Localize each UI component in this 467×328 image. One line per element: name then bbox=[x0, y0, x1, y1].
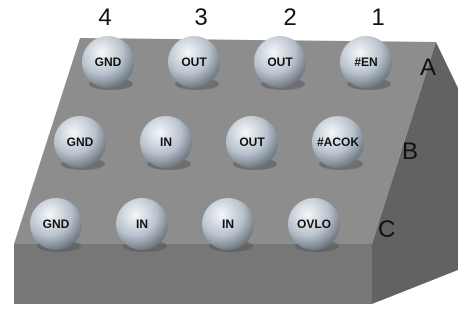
column-label-3: 3 bbox=[194, 4, 208, 31]
solder-ball-A1 bbox=[340, 36, 392, 88]
solder-ball-C4 bbox=[30, 198, 82, 250]
row-label-B: B bbox=[402, 138, 419, 165]
pin-label-A2: OUT bbox=[267, 55, 293, 69]
solder-ball-B1 bbox=[312, 116, 364, 168]
pin-label-C4: GND bbox=[42, 217, 70, 231]
pin-label-B1: #ACOK bbox=[316, 135, 360, 149]
solder-ball-B2 bbox=[226, 116, 278, 168]
column-label-2: 2 bbox=[283, 4, 297, 31]
solder-ball-A3 bbox=[168, 36, 220, 88]
solder-ball-B4 bbox=[54, 116, 106, 168]
solder-ball-B3 bbox=[140, 116, 192, 168]
pin-label-C2: IN bbox=[222, 217, 234, 231]
pin-label-B4: GND bbox=[66, 135, 94, 149]
solder-ball-A4 bbox=[82, 36, 134, 88]
package-side-face bbox=[372, 42, 458, 304]
solder-ball-A2 bbox=[254, 36, 306, 88]
pin-label-A4: GND bbox=[94, 55, 122, 69]
pin-label-A3: OUT bbox=[181, 55, 207, 69]
solder-ball-C1 bbox=[288, 198, 340, 250]
package-front-face bbox=[14, 244, 372, 304]
pin-label-B3: IN bbox=[160, 135, 172, 149]
pin-label-C1: OVLO bbox=[296, 217, 332, 231]
pin-label-A1: #EN bbox=[354, 55, 378, 69]
row-label-A: A bbox=[420, 54, 437, 81]
solder-balls bbox=[30, 36, 392, 252]
row-label-C: C bbox=[378, 216, 396, 243]
pin-label-C3: IN bbox=[136, 217, 148, 231]
column-label-1: 1 bbox=[371, 4, 385, 31]
solder-ball-C3 bbox=[116, 198, 168, 250]
column-label-4: 4 bbox=[98, 4, 112, 31]
pin-label-B2: OUT bbox=[239, 135, 265, 149]
solder-ball-C2 bbox=[202, 198, 254, 250]
